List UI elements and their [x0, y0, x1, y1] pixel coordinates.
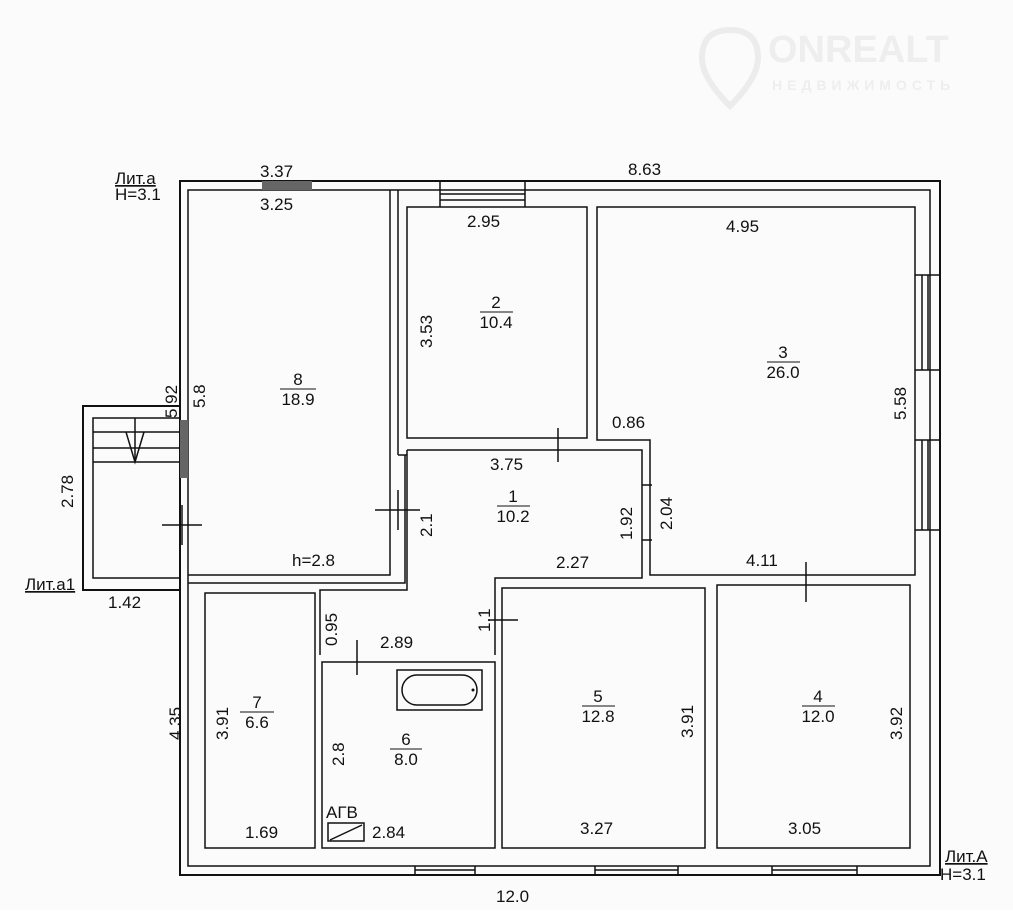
boiler-label: АГВ: [326, 803, 358, 822]
dimension-label: 3.05: [788, 819, 821, 838]
dimension-label: 2.8: [329, 742, 348, 766]
window: [915, 274, 940, 371]
room-7-walls: [204, 592, 316, 849]
dimension-label: 4.11: [746, 551, 778, 570]
dimension-label: 3.91: [213, 707, 232, 740]
dimension-label: 2.89: [380, 633, 413, 652]
lit-a-height: H=3.1: [115, 185, 161, 204]
window: [414, 866, 476, 875]
room-2-walls: [406, 206, 588, 439]
dimension-label: 1: [508, 487, 517, 506]
dimension-label: 4.95: [726, 217, 759, 236]
room-6-walls: [321, 661, 496, 849]
room-8-walls: [188, 190, 407, 584]
room-1-walls: [319, 449, 643, 655]
room-4-walls: [716, 584, 911, 849]
porch: [82, 405, 202, 591]
window: [180, 420, 188, 478]
dimension-label: 3.91: [678, 705, 697, 738]
dimension-label: 0.86: [612, 413, 645, 432]
dimension-label: 5.8: [190, 384, 209, 408]
watermark-logo: ONREALT НЕДВИЖИМОСТЬ: [698, 26, 955, 111]
dimension-label: 6.6: [245, 713, 269, 732]
dimension-label: 12.0: [496, 887, 529, 906]
room-6-label: 68.0: [390, 730, 422, 769]
room-8-label: 818.9: [280, 370, 316, 409]
outer-walls: [179, 180, 941, 876]
window: [771, 866, 858, 875]
dimension-label: 3: [778, 343, 787, 362]
lit-a1-label: Лит.а1: [25, 575, 75, 594]
dimension-label: 7: [252, 693, 261, 712]
dimension-label: 2.78: [58, 475, 77, 508]
dimension-label: 26.0: [766, 363, 799, 382]
watermark-brand: ONREALT: [768, 29, 949, 71]
room-7-label: 76.6: [240, 693, 274, 732]
dimension-label: 0.95: [322, 613, 341, 646]
door: [642, 484, 652, 541]
dimension-label: 3.75: [490, 455, 523, 474]
dimensions: 3.37 3.25 8.63 2.95 4.95 0.86 3.75 2.27 …: [58, 160, 910, 906]
room-4-label: 412.0: [801, 687, 835, 726]
watermark-subtitle: НЕДВИЖИМОСТЬ: [772, 77, 955, 93]
door-mark: [375, 490, 420, 530]
dimension-label: 3.27: [580, 819, 613, 838]
dimension-label: 2.27: [556, 553, 589, 572]
room-3-walls: [596, 206, 916, 576]
dimension-label: 3.37: [260, 162, 293, 181]
lit-a-label: Лит.а: [115, 169, 156, 188]
stairs-arrow-icon: [125, 431, 145, 465]
window: [439, 181, 526, 207]
dimension-label: 5: [593, 687, 602, 706]
boiler-icon: [327, 822, 365, 842]
dimension-label: 6: [401, 730, 410, 749]
dimension-label: 5.58: [891, 387, 910, 420]
window: [594, 866, 679, 875]
dimension-label: 3.92: [887, 707, 906, 740]
room-3-label: 326.0: [766, 343, 800, 382]
dimension-label: 12.0: [801, 707, 834, 726]
lit-A-label: Лит.А: [945, 847, 988, 866]
room-5-label: 512.8: [581, 687, 615, 726]
window: [915, 439, 940, 531]
room-2-label: 210.4: [479, 293, 513, 332]
dimension-label: 8.0: [394, 750, 418, 769]
room-labels: 110.2 210.4 326.0 412.0 512.8 68.0 76.6 …: [240, 293, 835, 769]
dimension-label: 12.8: [581, 707, 614, 726]
dimension-label: 2.95: [467, 212, 500, 231]
lit-A-height: H=3.1: [940, 865, 986, 884]
dimension-label: 3.25: [260, 195, 293, 214]
room-5-walls: [501, 587, 706, 849]
dimension-label: 3.53: [417, 315, 436, 348]
dimension-label: 1.42: [108, 593, 141, 612]
dimension-label: 2.1: [417, 513, 436, 537]
dimension-label: 10.4: [479, 313, 512, 332]
dimension-label: 5.92: [162, 385, 181, 418]
dimension-label: 4.35: [166, 707, 185, 740]
dimension-label: 1.1: [475, 608, 494, 632]
dimension-label: 4: [813, 687, 822, 706]
dimension-label: 8: [293, 370, 302, 389]
dimension-label: 2.04: [657, 497, 676, 530]
dimension-label: 10.2: [496, 507, 529, 526]
dimension-label: 2: [491, 293, 500, 312]
house-pin-icon: [698, 26, 762, 111]
door-mark: [162, 505, 202, 545]
dimension-label: 18.9: [281, 390, 314, 409]
window: [262, 181, 312, 190]
dimension-label: 2.84: [372, 823, 405, 842]
ceiling-height: h=2.8: [292, 551, 335, 570]
dimension-label: 8.63: [628, 160, 661, 179]
dimension-label: 1.92: [617, 507, 636, 540]
bathtub-icon: [396, 669, 483, 711]
room-1-label: 110.2: [496, 487, 530, 526]
dimension-label: 1.69: [245, 823, 278, 842]
